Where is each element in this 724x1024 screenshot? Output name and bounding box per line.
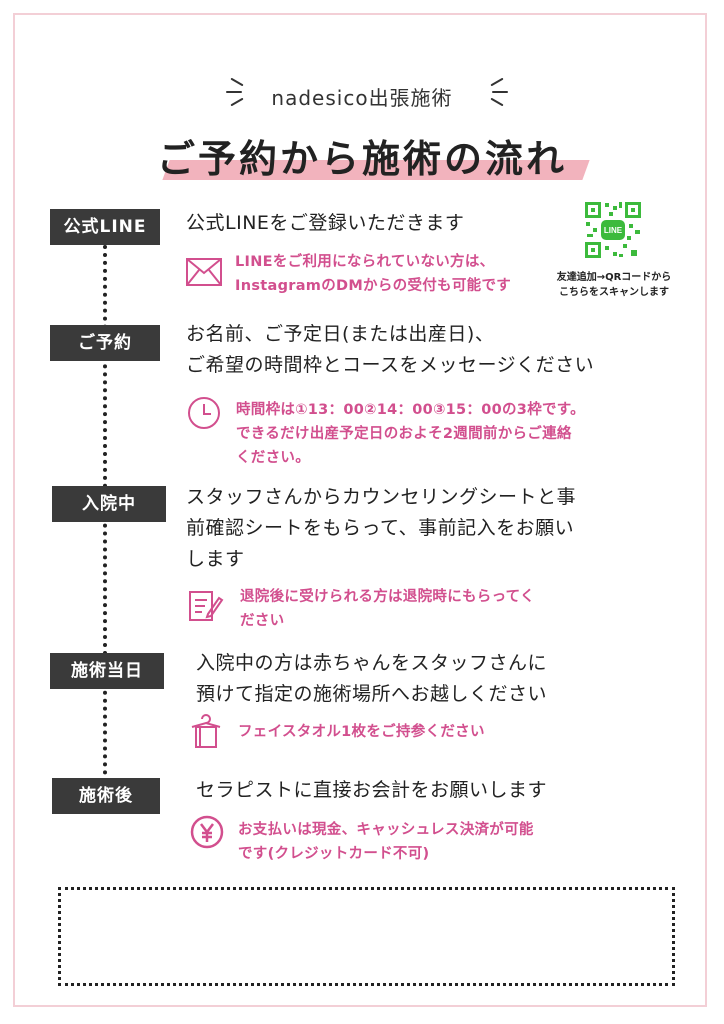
document-pen-icon xyxy=(188,588,224,628)
step-label-treatment-day: 施術当日 xyxy=(50,653,164,689)
step-label-reservation: ご予約 xyxy=(50,325,160,361)
clock-icon xyxy=(187,396,221,434)
step-note-reservation: 時間枠は①13：00②14：00③15：00の3枠です。 できるだけ出産予定日の… xyxy=(236,402,585,466)
step-note-hospitalized: 退院後に受けられる方は退院時にもらってく ださい xyxy=(240,589,535,629)
step-text-line: 公式LINEをご登録いただきます xyxy=(186,212,465,234)
step-note-treatment-day: フェイスタオル1枚をご持参ください xyxy=(238,724,485,740)
step-text-after: セラピストに直接お会計をお願いします xyxy=(196,779,548,801)
step-text-treatment-day: 入院中の方は赤ちゃんをスタッフさんに 預けて指定の施術場所へお越しください xyxy=(196,652,548,705)
step-label-hospitalized: 入院中 xyxy=(52,486,166,522)
envelope-icon xyxy=(186,258,222,290)
qr-code-icon[interactable]: LINE xyxy=(583,200,643,260)
sparkle-left-icon xyxy=(226,77,250,107)
towel-icon xyxy=(188,713,224,753)
qr-caption: 友達追加→QRコードから こちらをスキャンします xyxy=(556,272,672,298)
step-text-reservation: お名前、ご予定日(または出産日)、 ご希望の時間枠とコースをメッセージください xyxy=(186,323,595,376)
page-title: ご予約から施術の流れ xyxy=(156,137,567,181)
step-label-line: 公式LINE xyxy=(50,209,160,245)
step-label-after: 施術後 xyxy=(52,778,160,814)
yen-icon xyxy=(190,815,224,853)
svg-text:LINE: LINE xyxy=(604,226,623,235)
subtitle: nadesico出張施術 xyxy=(271,86,453,110)
sparkle-right-icon xyxy=(486,77,510,107)
empty-dotted-box xyxy=(58,887,675,986)
step-text-hospitalized: スタッフさんからカウンセリングシートと事 前確認シートをもらって、事前記入をお願… xyxy=(186,486,577,570)
page-frame xyxy=(13,13,707,1007)
step-note-line: LINEをご利用になられていない方は、 InstagramのDMからの受付も可能… xyxy=(235,254,512,294)
step-note-after: お支払いは現金、キャッシュレス決済が可能 です(クレジットカード不可) xyxy=(238,822,534,862)
